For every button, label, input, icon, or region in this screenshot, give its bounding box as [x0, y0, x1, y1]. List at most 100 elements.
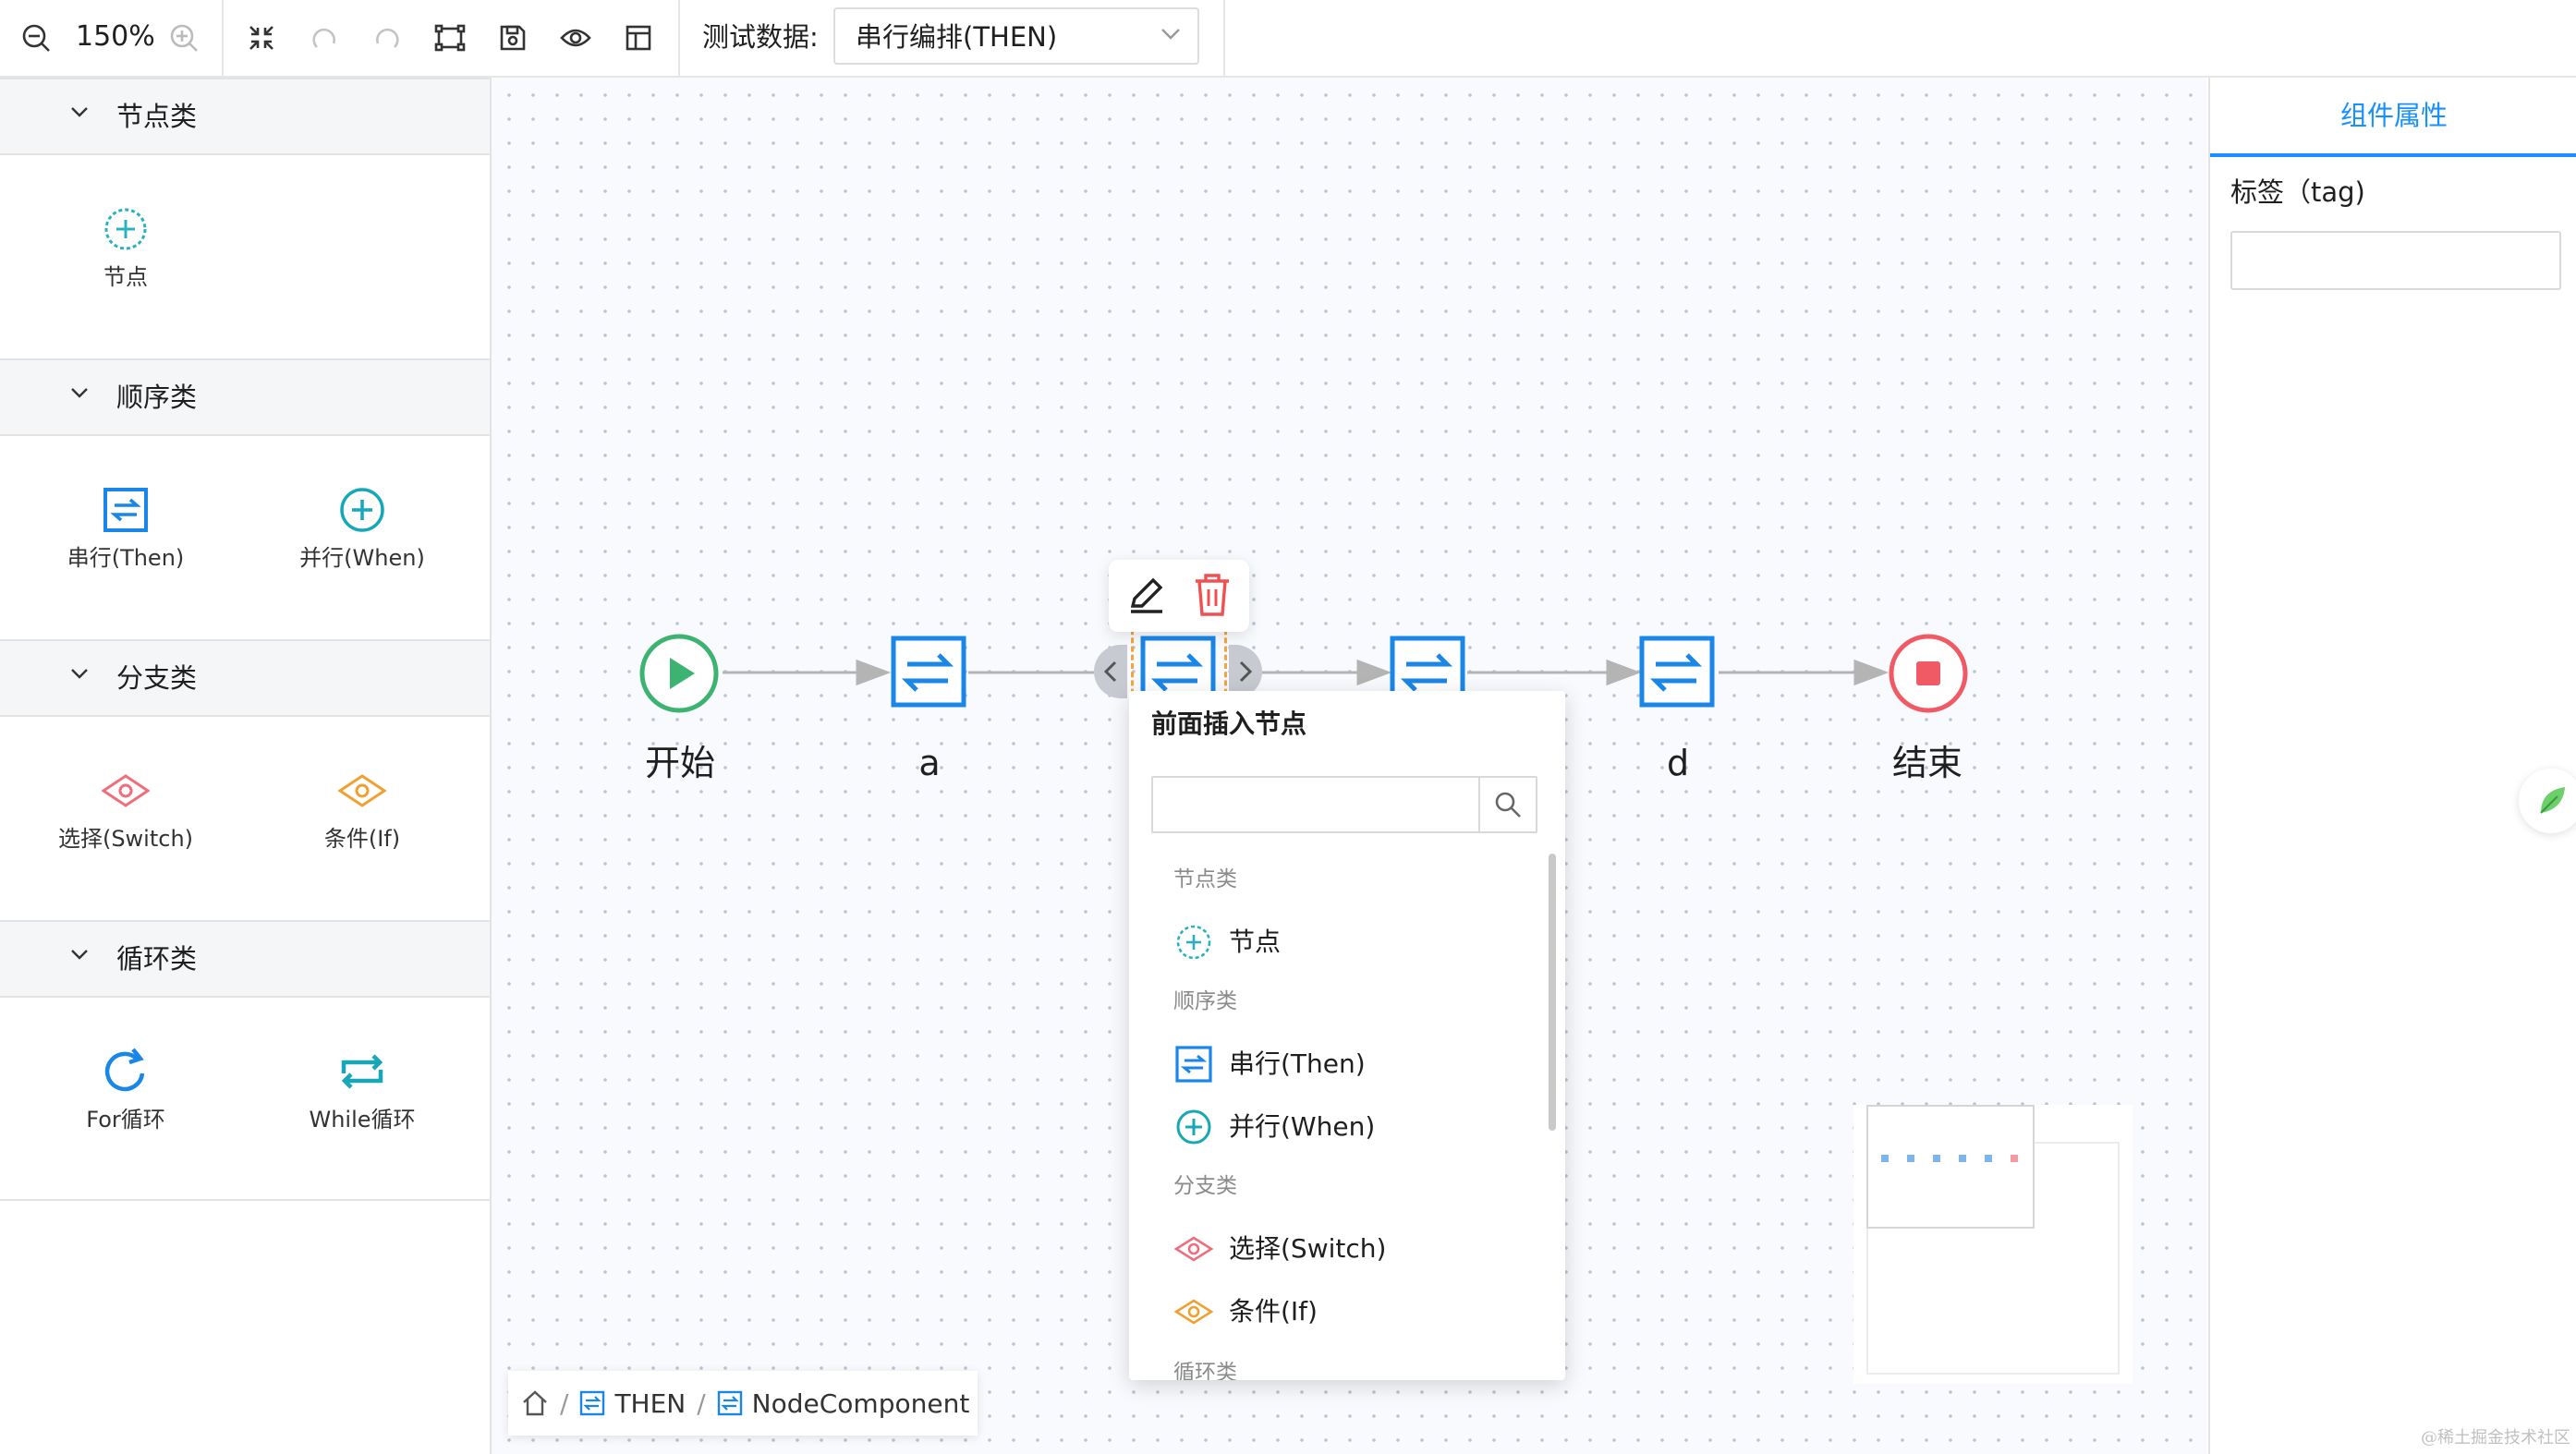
palette-item-switch[interactable]: 选择(Switch) [15, 765, 237, 854]
edge-arrow [856, 659, 892, 686]
minimap-preview [1881, 1155, 2018, 1162]
start-node-icon[interactable] [639, 634, 719, 713]
tab-component-properties[interactable]: 组件属性 [2210, 78, 2576, 157]
breadcrumb-item-then[interactable]: THEN [579, 1388, 686, 1419]
popup-group-title: 节点类 [1173, 867, 1237, 891]
select-area-icon[interactable] [427, 15, 473, 61]
flow-edges [723, 659, 1889, 686]
fit-icon[interactable] [238, 15, 285, 61]
then-icon [1175, 1046, 1212, 1083]
popup-item-label: 节点 [1229, 927, 1282, 957]
then-icon [103, 488, 148, 532]
breadcrumb-label: NodeComponent [751, 1387, 970, 1419]
palette-item-label: 选择(Switch) [57, 826, 194, 852]
palette-item-node[interactable]: 节点 [15, 203, 237, 292]
zoom-out-icon[interactable] [13, 15, 59, 61]
palette-item-label: 节点 [103, 264, 148, 290]
popup-search-input[interactable] [1153, 778, 1480, 831]
palette-item-when[interactable]: 并行(When) [251, 484, 473, 573]
watermark: @稀土掘金技术社区 [2421, 1428, 2570, 1448]
then-node-icon[interactable] [891, 636, 968, 709]
tag-input[interactable] [2230, 231, 2561, 290]
floating-helper-button[interactable] [2519, 769, 2576, 833]
palette-group-title: 顺序类 [116, 382, 198, 413]
palette-group-header[interactable]: 分支类 [0, 639, 490, 717]
minimap-viewport[interactable] [1866, 1105, 2035, 1229]
palette-group-title: 节点类 [116, 101, 198, 132]
palette-group-title: 循环类 [116, 943, 198, 975]
end-node-icon[interactable] [1889, 634, 1968, 713]
popup-item-when[interactable]: 并行(When) [1173, 1103, 1375, 1151]
palette-item-label: For循环 [86, 1107, 165, 1133]
edge-arrow [1356, 659, 1392, 686]
palette-group-title: 分支类 [116, 662, 198, 694]
palette-group-header[interactable]: 顺序类 [0, 358, 490, 436]
popup-group-title: 分支类 [1173, 1174, 1237, 1198]
if-icon [1173, 1299, 1214, 1325]
popup-item-label: 选择(Switch) [1229, 1233, 1387, 1264]
chevron-down-icon [71, 388, 88, 398]
minimap[interactable] [1853, 1105, 2132, 1384]
popup-group-title: 循环类 [1173, 1361, 1237, 1380]
chevron-down-icon [71, 669, 88, 679]
popup-title: 前面插入节点 [1151, 709, 1307, 739]
palette-divider [0, 1199, 490, 1201]
edit-icon[interactable] [1124, 573, 1168, 617]
chevron-down-icon [1161, 29, 1180, 40]
chevron-down-icon [71, 107, 88, 117]
then-icon [717, 1390, 742, 1416]
palette-item-while-loop[interactable]: While循环 [251, 1046, 473, 1134]
palette-group-header[interactable]: 节点类 [0, 78, 490, 155]
node-action-toolbar [1109, 560, 1249, 632]
switch-icon [101, 774, 151, 807]
palette-item-then[interactable]: 串行(Then) [15, 484, 237, 573]
preview-icon[interactable] [553, 15, 599, 61]
plus-circle-dashed-icon [1176, 925, 1211, 960]
layout-icon[interactable] [615, 15, 662, 61]
delete-icon[interactable] [1190, 571, 1234, 619]
popup-group-title: 顺序类 [1173, 989, 1237, 1013]
save-icon[interactable] [490, 15, 536, 61]
popup-item-switch[interactable]: 选择(Switch) [1173, 1225, 1386, 1273]
redo-icon[interactable] [364, 15, 410, 61]
properties-panel: 组件属性 标签（tag) [2208, 78, 2576, 1454]
node-label-end: 结束 [1891, 743, 1962, 783]
when-icon [340, 488, 384, 532]
palette-item-if[interactable]: 条件(If) [251, 765, 473, 854]
zoom-in-icon[interactable] [161, 15, 207, 61]
popup-item-label: 并行(When) [1229, 1111, 1376, 1142]
test-data-select-value: 串行编排(THEN) [856, 21, 1058, 53]
breadcrumb-label: THEN [614, 1387, 687, 1419]
popup-item-node[interactable]: 节点 [1173, 918, 1281, 966]
for-loop-icon [104, 1048, 145, 1092]
when-icon [1176, 1109, 1211, 1145]
popup-item-then[interactable]: 串行(Then) [1173, 1040, 1366, 1088]
if-icon [337, 774, 387, 807]
palette-item-for-loop[interactable]: For循环 [15, 1046, 237, 1134]
edge-arrow [1606, 659, 1642, 686]
leaf-icon [2540, 787, 2565, 814]
palette-item-label: While循环 [309, 1107, 416, 1133]
tag-label: 标签（tag) [2230, 176, 2365, 208]
test-data-select[interactable]: 串行编排(THEN) [833, 7, 1199, 65]
switch-icon [1173, 1236, 1214, 1262]
home-icon[interactable] [521, 1389, 549, 1417]
popup-search [1151, 776, 1537, 833]
then-node-icon[interactable] [1639, 636, 1717, 709]
breadcrumb-item-node-component[interactable]: NodeComponent [717, 1387, 970, 1419]
palette-item-label: 并行(When) [299, 545, 425, 571]
search-icon[interactable] [1478, 778, 1536, 831]
popup-scrollbar[interactable] [1549, 854, 1556, 1131]
test-data-label: 测试数据: [702, 21, 819, 53]
toolbar-divider [1223, 0, 1225, 76]
node-label-d: d [1666, 743, 1690, 783]
popup-item-label: 条件(If) [1229, 1296, 1318, 1327]
palette-group-header[interactable]: 循环类 [0, 920, 490, 998]
palette-item-label: 串行(Then) [67, 545, 185, 571]
edge-arrow [1853, 659, 1889, 686]
then-icon [580, 1390, 605, 1416]
node-label-a: a [918, 743, 941, 783]
popup-item-if[interactable]: 条件(If) [1173, 1288, 1318, 1336]
undo-icon[interactable] [301, 15, 347, 61]
component-palette: 节点类 节点 顺序类 串行(Then) 并行(When) 分支类 选择(Swit… [0, 78, 492, 1454]
